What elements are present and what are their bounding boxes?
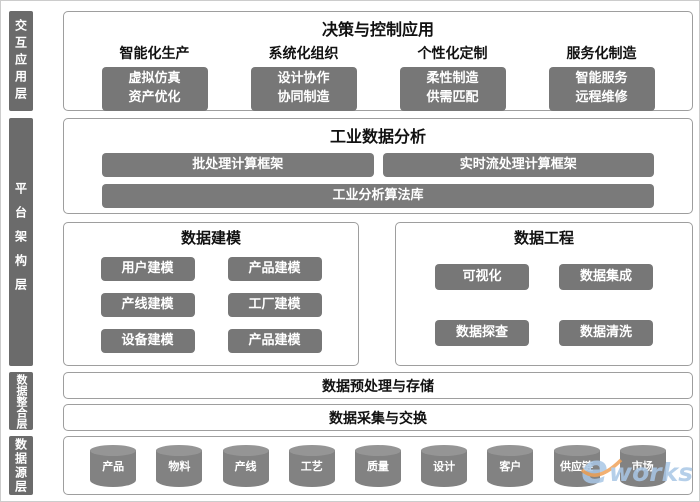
button-line: 虚拟仿真 — [128, 71, 181, 86]
button-line: 设计协作 — [277, 71, 330, 86]
database-cylinder-icon: 市场 — [619, 444, 666, 487]
cylinder-top — [354, 444, 401, 456]
column-heading: 服务化制造 — [566, 46, 637, 62]
watermark-swoosh-icon — [580, 458, 623, 477]
collection-exchange-bar: 数据采集与交换 — [63, 404, 693, 431]
button-line: 柔性制造 — [426, 71, 479, 86]
batch-framework-bar: 批处理计算框架 — [102, 153, 374, 177]
engineering-item: 数据集成 — [559, 264, 653, 290]
cylinder-body — [487, 449, 534, 487]
cylinder-top — [421, 444, 468, 456]
decision-columns: 智能化生产 虚拟仿真 资产优化 系统化组织 设计协作 协同制造 个性化定制 柔性… — [64, 40, 692, 111]
column-heading: 系统化组织 — [268, 46, 339, 62]
data-engineering-box: 数据工程 可视化 数据集成 数据探查 数据清洗 — [395, 222, 693, 366]
cylinder-body — [288, 449, 335, 487]
database-cylinder-icon: 客户 — [487, 444, 534, 487]
cylinder-top — [553, 444, 600, 456]
layer-label-data-integration: 数据整合层 — [9, 372, 33, 430]
database-cylinder-icon: 产品 — [90, 444, 137, 487]
modeling-item: 工厂建模 — [227, 293, 322, 317]
source-label: 工艺 — [300, 459, 323, 473]
button-line: 资产优化 — [128, 89, 181, 105]
source-label: 物料 — [168, 459, 191, 473]
source-label: 市场 — [631, 459, 654, 473]
stream-framework-bar: 实时流处理计算框架 — [382, 153, 654, 177]
decision-control-box: 决策与控制应用 智能化生产 虚拟仿真 资产优化 系统化组织 设计协作 协同制造 … — [63, 11, 693, 111]
layer-label-text: 数据整合层 — [15, 373, 28, 429]
source-label: 设计 — [433, 459, 456, 473]
cylinder-top — [619, 444, 666, 456]
source-label: 产品 — [102, 459, 125, 473]
column-heading: 智能化生产 — [119, 46, 190, 62]
eworks-watermark: e works — [579, 447, 695, 495]
cylinder-top — [222, 444, 269, 456]
decision-title: 决策与控制应用 — [321, 20, 434, 39]
analysis-title: 工业数据分析 — [329, 127, 426, 146]
modeling-item: 产品建模 — [227, 257, 322, 281]
source-label: 产线 — [234, 459, 257, 473]
modeling-item: 产品建模 — [227, 329, 322, 353]
cylinder-body — [421, 449, 468, 487]
decision-column-service-manufacturing: 服务化制造 智能服务 远程维修 — [527, 43, 676, 111]
modeling-item: 产线建模 — [100, 293, 195, 317]
column-heading: 个性化定制 — [417, 46, 488, 62]
data-modeling-box: 数据建模 用户建模 产品建模 产线建模 工厂建模 设备建模 产品建模 — [63, 222, 359, 366]
database-cylinder-icon: 物料 — [156, 444, 203, 487]
cylinder-top — [90, 444, 137, 456]
column-button: 智能服务 远程维修 — [548, 67, 655, 111]
cylinder-top — [156, 444, 203, 456]
decision-column-systematic-organization: 系统化组织 设计协作 协同制造 — [229, 43, 378, 111]
layer-label-text: 数据源层 — [13, 437, 28, 494]
column-button: 柔性制造 供需匹配 — [399, 67, 506, 111]
industrial-data-analysis-box: 工业数据分析 批处理计算框架 实时流处理计算框架 工业分析算法库 — [63, 118, 693, 214]
cylinder-top — [487, 444, 534, 456]
engineering-grid: 可视化 数据集成 数据探查 数据清洗 — [396, 248, 692, 346]
cylinder-body — [354, 449, 401, 487]
database-cylinder-icon: 设计 — [421, 444, 468, 487]
algorithm-library-bar: 工业分析算法库 — [102, 184, 654, 208]
eworks-logo: e works — [580, 447, 693, 493]
source-label: 质量 — [366, 459, 389, 473]
source-label: 供应链 — [560, 459, 593, 473]
engineering-item: 可视化 — [435, 264, 529, 290]
database-cylinder-icon: 工艺 — [288, 444, 335, 487]
database-cylinder-icon: 质量 — [354, 444, 401, 487]
layer-label-text: 交互应用层 — [13, 18, 28, 104]
column-button: 虚拟仿真 资产优化 — [101, 67, 208, 111]
cylinder-body — [619, 449, 666, 487]
button-line: 供需匹配 — [426, 89, 479, 105]
decision-column-intelligent-production: 智能化生产 虚拟仿真 资产优化 — [80, 43, 229, 111]
engineering-item: 数据探查 — [435, 320, 529, 346]
modeling-item: 设备建模 — [100, 329, 195, 353]
database-cylinder-icon: 产线 — [222, 444, 269, 487]
watermark-works-text: works — [609, 458, 693, 487]
modeling-item: 用户建模 — [100, 257, 195, 281]
cylinder-top — [288, 444, 335, 456]
button-line: 智能服务 — [575, 71, 628, 86]
modeling-grid: 用户建模 产品建模 产线建模 工厂建模 设备建模 产品建模 — [64, 248, 358, 353]
layer-label-interaction-application: 交互应用层 — [9, 11, 33, 111]
data-sources-box: 产品 物料 产线 工艺 质量 设计 客户 供应链 市场 — [63, 436, 693, 495]
watermark-e-glyph: e — [581, 447, 608, 491]
button-line: 远程维修 — [575, 89, 628, 105]
framework-row: 批处理计算框架 实时流处理计算框架 — [102, 153, 654, 177]
cylinder-body — [222, 449, 269, 487]
source-label: 客户 — [499, 459, 522, 473]
database-cylinder-icon: 供应链 — [553, 444, 600, 487]
engineering-title: 数据工程 — [513, 229, 574, 247]
cylinder-body — [553, 449, 600, 487]
engineering-item: 数据清洗 — [559, 320, 653, 346]
preprocessing-storage-bar: 数据预处理与存储 — [63, 372, 693, 399]
decision-column-personalized-customization: 个性化定制 柔性制造 供需匹配 — [378, 43, 527, 111]
modeling-title: 数据建模 — [180, 229, 241, 247]
cylinder-body — [90, 449, 137, 487]
layer-label-platform-architecture: 平台架构层 — [9, 118, 33, 366]
cylinder-body — [156, 449, 203, 487]
layer-label-data-source: 数据源层 — [9, 436, 33, 495]
button-line: 协同制造 — [277, 89, 330, 105]
layer-label-text: 平台架构层 — [13, 182, 28, 302]
column-button: 设计协作 协同制造 — [250, 67, 357, 111]
